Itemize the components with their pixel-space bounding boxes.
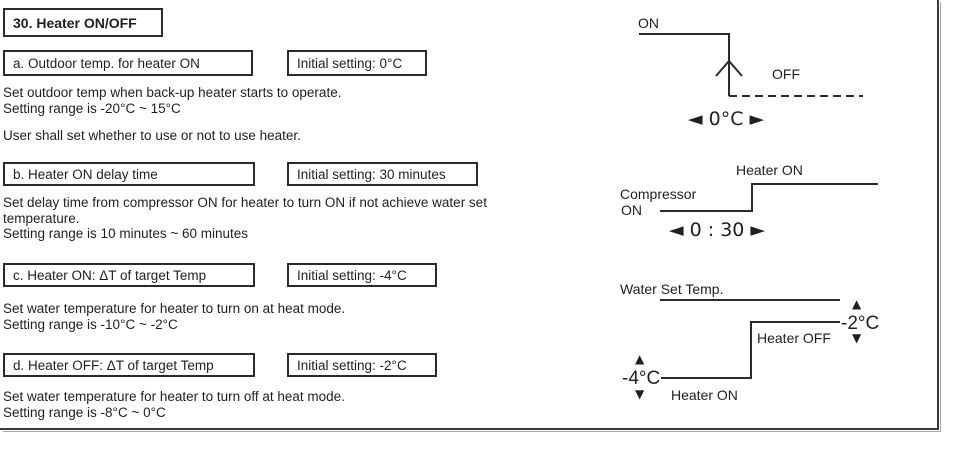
diagram3-heater-off-delta: -2°C bbox=[841, 313, 880, 334]
description-line: Setting range is -20°C ~ 15°C bbox=[3, 101, 181, 116]
setting-b-initial-box: Initial setting: 30 minutes bbox=[287, 162, 478, 186]
setting-b-label-box: b. Heater ON delay time bbox=[3, 162, 255, 186]
setting-b-description: Set delay time from compressor ON for he… bbox=[3, 195, 487, 242]
diagram1-on-label: ON bbox=[638, 15, 659, 31]
cell-border-right bbox=[937, 0, 939, 430]
description-line: Setting range is 10 minutes ~ 60 minutes bbox=[3, 226, 249, 241]
section-heading: 30. Heater ON/OFF bbox=[13, 14, 137, 31]
setting-a-initial: Initial setting: 0°C bbox=[297, 55, 403, 71]
down-triangle-icon: ▼ bbox=[635, 387, 645, 401]
up-triangle-icon: ▲ bbox=[852, 297, 862, 311]
setting-c-description: Set water temperature for heater to turn… bbox=[3, 301, 345, 333]
setting-a-note: User shall set whether to use or not to … bbox=[3, 128, 301, 144]
diagram1-off-label: OFF bbox=[772, 66, 800, 82]
setting-a-label: a. Outdoor temp. for heater ON bbox=[13, 55, 200, 71]
diagram2-compressor-on-label: ON bbox=[621, 202, 642, 218]
up-arrowhead-icon bbox=[715, 59, 743, 77]
description-line: Set water temperature for heater to turn… bbox=[3, 389, 345, 404]
diagram3-heater-on-label: Heater ON bbox=[671, 387, 738, 403]
section-heading-box: 30. Heater ON/OFF bbox=[3, 8, 163, 37]
description-line: Set outdoor temp when back-up heater sta… bbox=[3, 85, 342, 100]
diagram2-heater-on-label: Heater ON bbox=[736, 162, 803, 178]
diagram3-heater-off-label: Heater OFF bbox=[757, 330, 831, 346]
diagram3-heater-on-delta: -4°C bbox=[622, 368, 661, 389]
setting-d-label-box: d. Heater OFF: ΔT of target Temp bbox=[3, 353, 255, 377]
setting-a-initial-box: Initial setting: 0°C bbox=[287, 50, 427, 76]
description-line: Setting range is -10°C ~ -2°C bbox=[3, 317, 178, 332]
description-line: Setting range is -8°C ~ 0°C bbox=[3, 405, 166, 420]
setting-c-label: c. Heater ON: ΔT of target Temp bbox=[13, 267, 207, 283]
down-triangle-icon: ▼ bbox=[852, 331, 862, 345]
setting-b-initial: Initial setting: 30 minutes bbox=[297, 166, 446, 182]
description-line: temperature. bbox=[3, 210, 80, 226]
diagram3-water-set-label: Water Set Temp. bbox=[620, 281, 724, 297]
diagram2-compressor-label: Compressor bbox=[620, 186, 697, 202]
setting-c-initial-box: Initial setting: -4°C bbox=[287, 263, 437, 287]
description-line: Set water temperature for heater to turn… bbox=[3, 301, 346, 316]
up-triangle-icon: ▲ bbox=[635, 352, 645, 366]
setting-d-label: d. Heater OFF: ΔT of target Temp bbox=[13, 357, 214, 373]
cell-border-bottom-shadow bbox=[3, 431, 941, 432]
diagram1-setpoint-value: ◄ 0°C ► bbox=[688, 108, 765, 130]
cell-border-bottom bbox=[0, 428, 939, 430]
setting-c-initial: Initial setting: -4°C bbox=[297, 267, 407, 283]
setting-c-label-box: c. Heater ON: ΔT of target Temp bbox=[3, 263, 255, 287]
cell-border-right-shadow bbox=[940, 2, 941, 432]
setting-d-description: Set water temperature for heater to turn… bbox=[3, 389, 345, 421]
setting-b-label: b. Heater ON delay time bbox=[13, 166, 158, 182]
setting-a-label-box: a. Outdoor temp. for heater ON bbox=[3, 50, 253, 76]
description-line: User shall set whether to use or not to … bbox=[3, 128, 301, 143]
diagram2-delay-value: ◄ 0 : 30 ► bbox=[669, 219, 766, 241]
setting-d-initial-box: Initial setting: -2°C bbox=[287, 353, 437, 377]
outdoor-on-step-line bbox=[639, 33, 730, 96]
setting-a-description: Set outdoor temp when back-up heater sta… bbox=[3, 85, 341, 117]
description-line: Set delay time from compressor ON for he… bbox=[3, 195, 487, 210]
setting-d-initial: Initial setting: -2°C bbox=[297, 357, 407, 373]
